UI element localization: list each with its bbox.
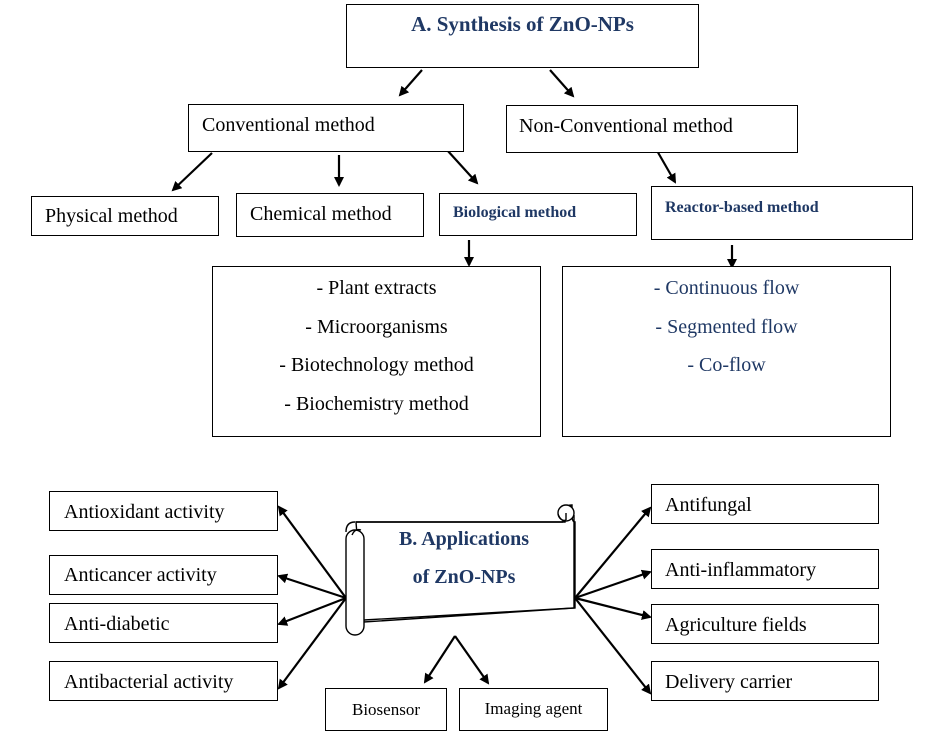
antioxidant-box [49,491,278,531]
applications-title-line1: B. Applications [398,528,530,550]
chemical-method-box [236,193,424,237]
antifungal-label: Antifungal [665,494,752,516]
antibacterial-box [49,661,278,701]
reactor-item: - Continuous flow [653,277,800,299]
conventional-method-box [188,104,464,152]
arrow-app-to-imaging [454,635,490,685]
non-conventional-method-box [506,105,798,153]
antiinflammatory-label: Anti-inflammatory [665,559,817,581]
arrow-app-to-anticancer [277,573,347,600]
biological-items-list: - Plant extracts - Microorganisms - Biot… [212,269,541,423]
biological-items-box [212,266,541,437]
biological-item: - Microorganisms [305,315,448,338]
arrow-app-to-antifungal [574,506,652,599]
reactor-items-box [562,266,891,437]
arrow-app-to-biosensor [423,635,456,684]
reactor-item: - Segmented flow [655,315,798,338]
agriculture-label: Agriculture fields [665,614,807,636]
arrow-app-to-delivery [574,597,652,695]
biological-method-label: Biological method [453,204,577,221]
antibacterial-label: Antibacterial activity [64,671,234,693]
arrow-title-to-nonconventional [549,69,575,98]
arrow-app-to-antibacterial [277,597,347,690]
synthesis-title-box [346,4,699,68]
conventional-method-label: Conventional method [202,114,375,136]
applications-scroll [345,504,576,636]
biological-item: - Biotechnology method [279,354,474,376]
reactor-item: - Co-flow [687,354,766,376]
antioxidant-label: Antioxidant activity [64,501,225,523]
arrow-title-to-conventional [398,69,423,97]
antidiabetic-box [49,603,278,643]
physical-method-box [31,196,219,236]
applications-title-line2: of ZnO-NPs [412,566,516,588]
biological-method-box [439,193,637,236]
biosensor-box [325,688,447,731]
reactor-items-list: - Continuous flow - Segmented flow - Co-… [562,269,891,385]
agriculture-box [651,604,879,644]
non-conventional-method-label: Non-Conventional method [519,115,733,137]
imaging-agent-box [459,688,608,731]
arrow-conv-to-biological [446,149,479,185]
antifungal-box [651,484,879,524]
biosensor-label: Biosensor [352,700,420,719]
arrow-app-to-antidiabetic [277,596,347,626]
reactor-based-method-box [651,186,913,240]
arrow-app-to-antiinflammatory [574,569,652,600]
chemical-method-label: Chemical method [250,203,392,225]
arrow-app-to-antioxidant [277,505,347,599]
biological-item: - Plant extracts [316,277,437,299]
arrow-app-to-agriculture [574,596,652,620]
delivery-carrier-label: Delivery carrier [665,671,793,693]
imaging-agent-label: Imaging agent [484,699,583,718]
arrow-conv-to-physical [171,152,213,192]
biological-item: - Biochemistry method [284,392,469,415]
anticancer-label: Anticancer activity [64,564,217,586]
synthesis-title: A. Synthesis of ZnO-NPs [411,12,634,36]
antiinflammatory-box [651,549,879,589]
reactor-based-method-label: Reactor-based method [665,199,819,216]
anticancer-box [49,555,278,595]
antidiabetic-label: Anti-diabetic [64,613,170,635]
delivery-carrier-box [651,661,879,701]
physical-method-label: Physical method [45,205,178,227]
